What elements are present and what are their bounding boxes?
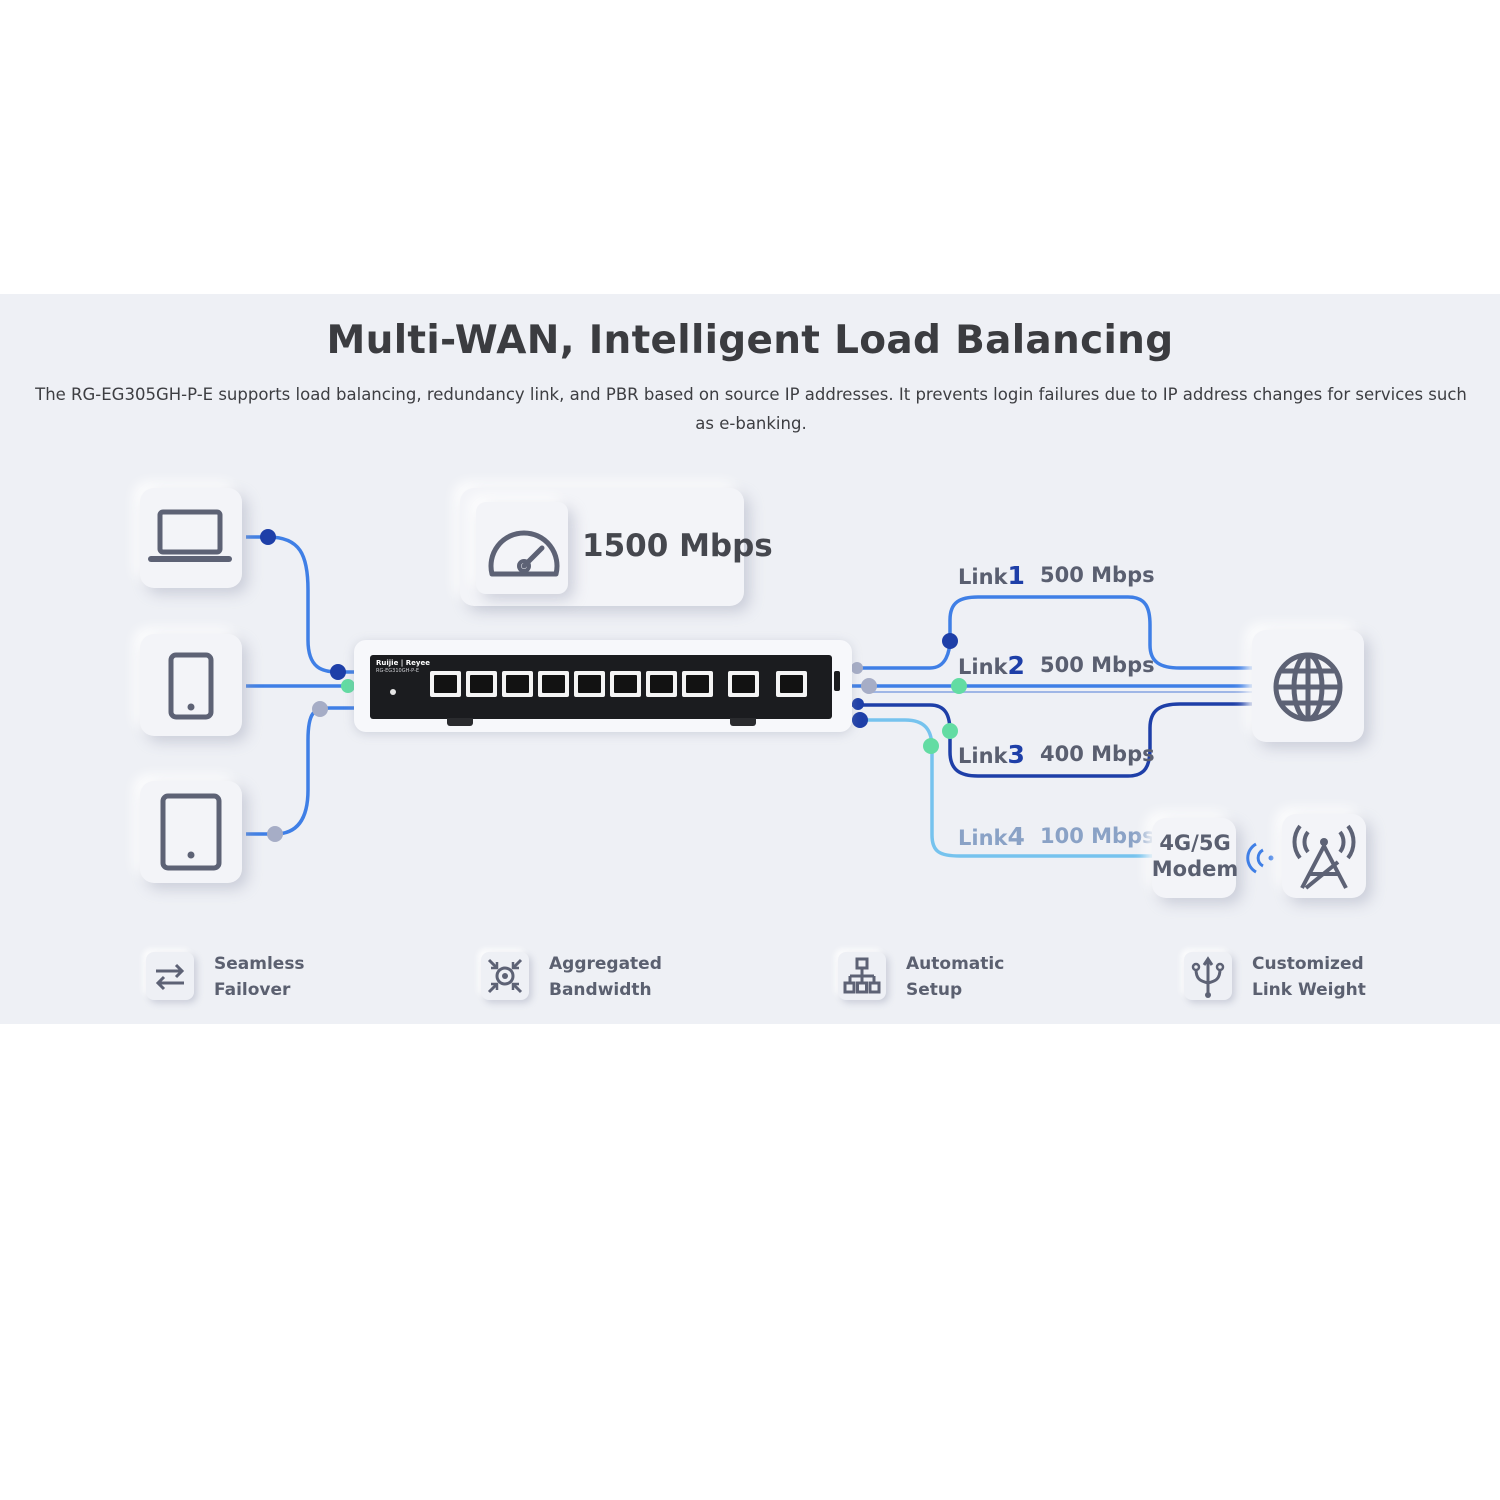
hierarchy-icon [843,957,881,994]
router-model: RG-EG310GH-P-E [376,668,420,674]
cell-tower-icon [1292,824,1356,890]
page-description: The RG-EG305GH-P-E supports load balanci… [35,385,1467,433]
laptop-icon [148,509,232,562]
link3-label: Link3 [958,740,1025,769]
router-chassis [370,655,840,719]
phone-icon [168,652,214,720]
link4-speed: 100 Mbps [1040,824,1155,848]
laptop-card [140,488,242,588]
link3-speed: 400 Mbps [1040,742,1155,766]
total-bandwidth-value: 1500 Mbps [582,528,773,564]
router-brand: Ruijie | Reyee [376,659,430,667]
modem-card [1152,818,1236,898]
speedometer-icon [488,530,560,577]
tablet-icon [160,793,222,871]
link1-speed: 500 Mbps [1040,563,1155,587]
feature-1-tile [146,952,194,1000]
link1-label: Link1 [958,561,1025,590]
link2-speed: 500 Mbps [1040,653,1155,677]
link4-label: Link4 [958,822,1025,851]
wireless-signal-icon [1246,842,1274,874]
cell-tower-card [1282,814,1366,898]
aggregate-icon [487,958,523,994]
link2-label: Link2 [958,651,1025,680]
trident-icon [1191,956,1225,998]
page-title: Multi-WAN, Intelligent Load Balancing [326,318,1174,363]
failover-arrows-icon [155,963,185,991]
modem-label: 4G/5G Modem [1151,831,1239,881]
globe-icon [1273,652,1343,722]
